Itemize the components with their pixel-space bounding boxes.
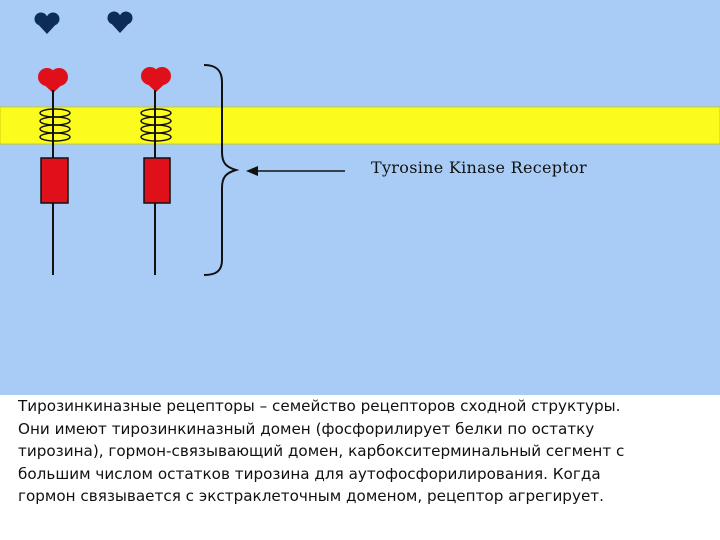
caption-line: Тирозинкиназные рецепторы – семейство ре… [18,397,621,415]
receptor-brace [203,64,240,276]
receptor-label: Tyrosine Kinase Receptor [371,158,587,177]
caption-area: Тирозинкиназные рецепторы – семейство ре… [0,395,720,540]
receptor-right [140,67,172,275]
kinase-domain-right [143,157,171,204]
binding-domain-right [141,67,171,92]
caption-line: Они имеют тирозинкиназный домен (фосфори… [18,419,595,438]
diagram-area: Tyrosine Kinase Receptor [0,0,720,398]
caption-line: большим числом остатков тирозина для аут… [18,464,601,483]
transmembrane-coil-right [140,108,172,142]
label-arrow-head [246,166,258,176]
receptor-diagram [0,11,720,276]
kinase-domain-left [40,157,69,204]
transmembrane-coil-left [39,108,71,142]
caption-line: тирозина), гормон-связывающий домен, кар… [18,442,625,460]
hormone-right [107,11,133,33]
binding-domain-left [38,68,68,93]
hormone-left [34,12,60,34]
caption-text: Тирозинкиназные рецепторы – семейство ре… [18,395,708,508]
caption-line: гормон связывается с экстраклеточным дом… [18,487,604,505]
cell-membrane [0,106,720,145]
receptor-left [38,68,71,275]
